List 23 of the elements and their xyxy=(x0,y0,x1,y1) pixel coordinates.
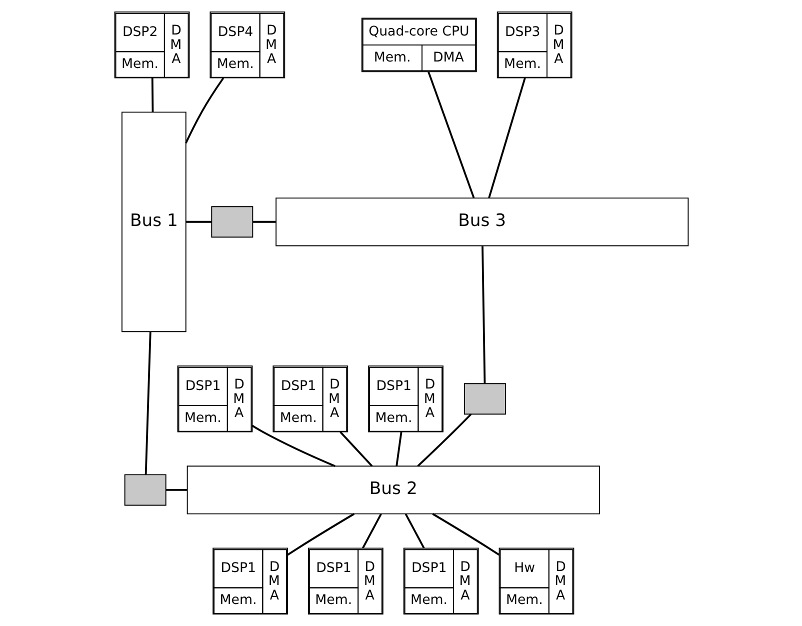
connector xyxy=(150,78,154,112)
connector xyxy=(481,246,486,384)
connector xyxy=(251,424,335,467)
connector xyxy=(361,513,382,549)
connector xyxy=(339,431,372,467)
connector xyxy=(395,432,402,466)
connector xyxy=(184,78,224,144)
connector xyxy=(416,414,472,467)
connector xyxy=(186,220,212,223)
connector xyxy=(488,78,526,198)
node-box: Bus 1 xyxy=(121,112,186,332)
connector xyxy=(252,220,276,223)
node-box: Bus 3 xyxy=(275,198,688,246)
connector xyxy=(286,513,354,556)
connector xyxy=(427,71,474,198)
connector xyxy=(165,489,187,491)
node-box xyxy=(124,474,166,506)
connector xyxy=(144,332,151,474)
node-box xyxy=(210,206,253,238)
connector xyxy=(404,513,424,549)
node-box xyxy=(463,383,506,415)
node-box: Bus 2 xyxy=(186,466,600,514)
connector xyxy=(432,513,500,556)
